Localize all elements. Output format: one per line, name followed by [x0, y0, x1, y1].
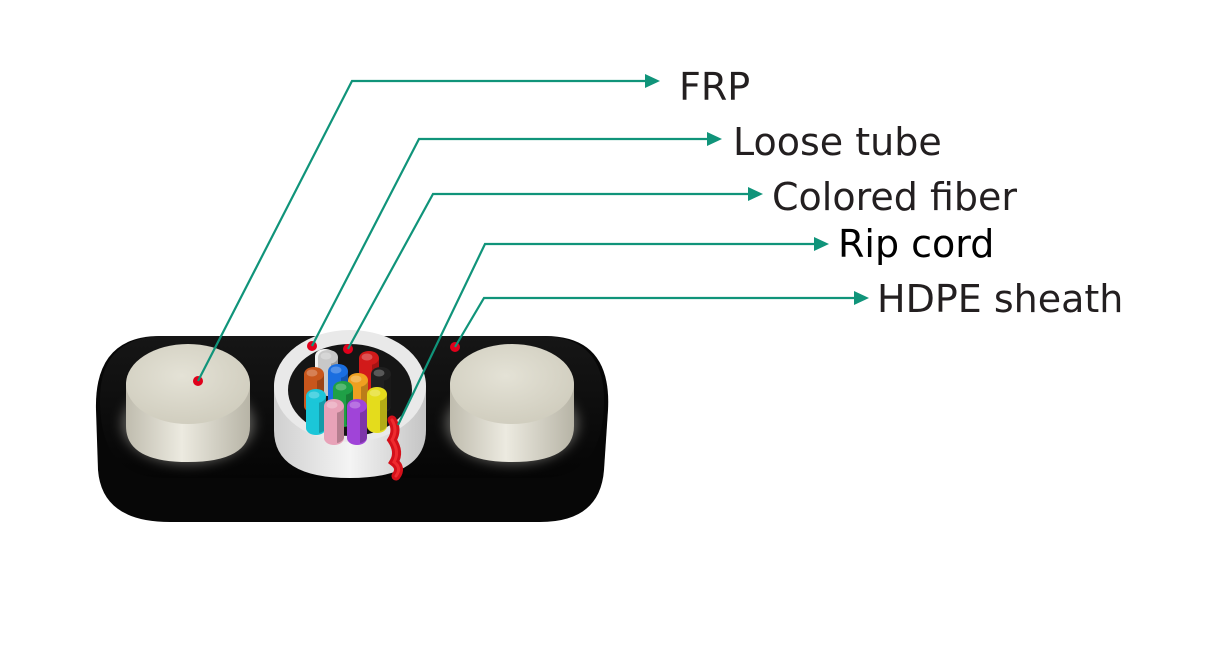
callout-frp: FRP: [193, 65, 750, 386]
rip-cord-leader-line: [397, 242, 817, 426]
colored-fiber-strand: [306, 389, 326, 435]
frp-label: FRP: [679, 65, 750, 109]
rip-cord-strand: [386, 415, 404, 481]
colored-fiber-label: Colored fiber: [772, 175, 1017, 219]
frp-left: [122, 344, 254, 464]
frp-leader-line: [197, 79, 648, 382]
frp-right: [446, 344, 578, 464]
colored-fiber-strand: [367, 387, 387, 433]
hdpe-sheath-label: HDPE sheath: [877, 277, 1123, 321]
callout-group: FRP Loose tube Colored fiber Rip cord HD…: [193, 65, 1123, 426]
colored-fiber-arrowhead: [748, 187, 763, 201]
colored-fiber-leader-line: [347, 192, 751, 350]
frp-arrowhead: [645, 74, 660, 88]
hdpe-sheath-leader-line: [454, 296, 857, 348]
loose-tube-arrowhead: [707, 132, 722, 146]
colored-fibers: [304, 349, 391, 445]
rip-cord-arrowhead: [814, 237, 829, 251]
hdpe-sheath-arrowhead: [854, 291, 869, 305]
callout-hdpe-sheath: HDPE sheath: [450, 277, 1123, 352]
loose-tube-label: Loose tube: [733, 120, 942, 164]
colored-fiber-strand: [324, 399, 344, 445]
rip-cord-label: Rip cord: [838, 222, 994, 266]
loose-tube-leader-line: [311, 137, 710, 347]
callout-rip-cord: Rip cord: [397, 222, 994, 426]
colored-fiber-strand: [347, 399, 367, 445]
callout-colored-fiber: Colored fiber: [343, 175, 1017, 354]
callout-loose-tube: Loose tube: [307, 120, 942, 351]
loose-tube-assembly: [274, 330, 426, 478]
